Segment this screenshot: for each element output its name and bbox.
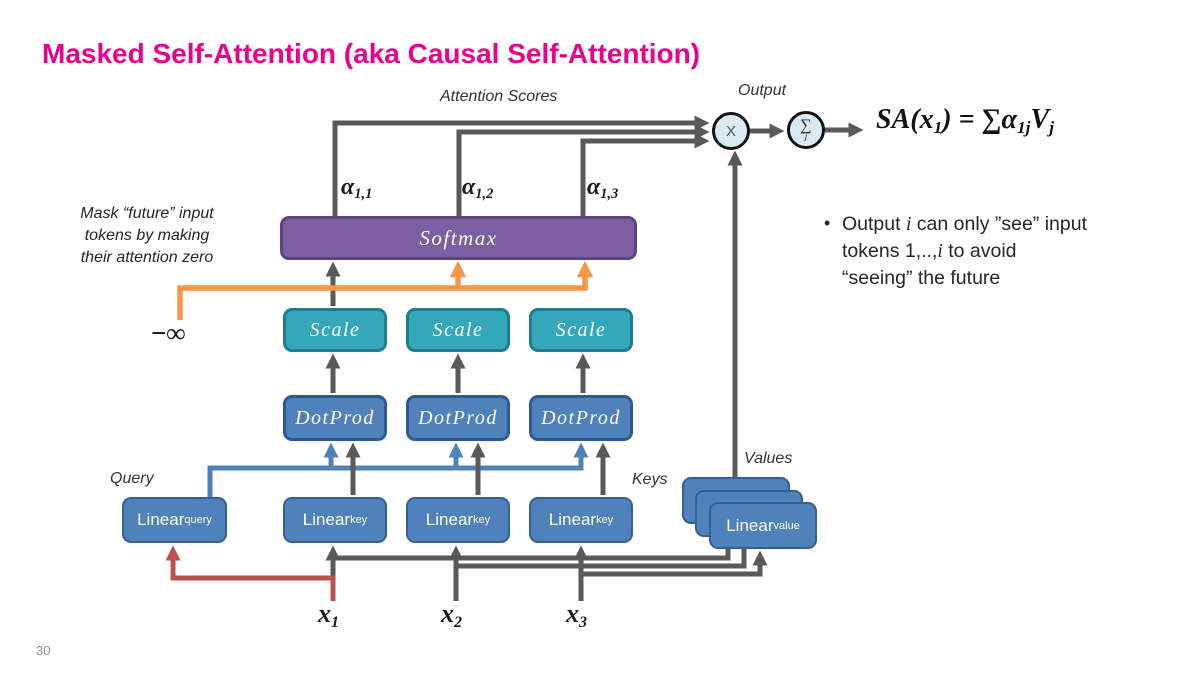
softmax-label: Softmax	[419, 225, 498, 250]
note-var-i: i	[905, 214, 912, 235]
output-label: Output	[738, 82, 787, 99]
attention-scores-label: Attention Scores	[440, 88, 558, 105]
alpha-sub: 1,1	[354, 186, 373, 203]
alpha-sub: 1,2	[475, 186, 494, 203]
bullet-icon: •	[824, 213, 831, 233]
score-wire-2	[456, 124, 710, 218]
alpha-1-3-label: α1,3	[587, 174, 618, 203]
causality-note-line: Output i can only ”see” input	[842, 211, 1142, 238]
x-base: x	[441, 599, 454, 628]
alpha-base: α	[587, 174, 601, 200]
formula-part: SA(x	[876, 104, 934, 135]
sum-icon: ∑	[800, 117, 812, 134]
softmax-box: Softmax	[280, 216, 637, 260]
x-sub: 3	[579, 613, 588, 631]
minus-infinity-label: −∞	[151, 318, 186, 348]
causality-note-line: “seeing” the future	[842, 265, 1142, 292]
mask-wires	[177, 260, 594, 320]
formula-sub: j	[1049, 117, 1055, 137]
note-text: Output	[842, 213, 906, 235]
alpha-1-2-label: α1,2	[462, 174, 493, 203]
slide-title: Masked Self-Attention (aka Causal Self-A…	[42, 38, 701, 69]
dotprod-box-2: DotProd	[406, 395, 510, 441]
dotprod-label: DotProd	[541, 406, 621, 429]
x3-to-value-wire	[581, 550, 768, 577]
input-x1-label: x1	[318, 599, 339, 632]
scale-label: Scale	[309, 318, 361, 341]
linear-label: Linear	[425, 510, 474, 529]
x-base: x	[566, 599, 579, 628]
mask-note-line: Mask “future” input	[80, 205, 214, 222]
gray-wires	[325, 115, 864, 601]
linear-label: Linear	[548, 510, 597, 529]
linear-sub: key	[596, 514, 614, 526]
sum-node: ∑ j	[787, 111, 825, 149]
score-wire-3	[580, 133, 710, 218]
alpha-1-1-label: α1,1	[341, 174, 372, 203]
scale-box-1: Scale	[283, 308, 387, 352]
formula-part: ) = ∑α	[942, 104, 1017, 135]
linear-sub: query	[184, 514, 212, 526]
query-wires	[207, 442, 589, 497]
mask-note: Mask “future” input tokens by making the…	[52, 203, 242, 269]
note-text: can only ”see” input	[911, 213, 1087, 235]
dotprod-label: DotProd	[295, 406, 375, 429]
x1-to-query-wire	[165, 545, 336, 601]
alpha-sub: 1,3	[600, 186, 619, 203]
scale-box-2: Scale	[406, 308, 510, 352]
multiply-icon: X	[725, 122, 736, 140]
note-text: to avoid	[942, 240, 1017, 262]
note-text: “seeing” the future	[842, 267, 1001, 289]
input-x2-label: x2	[441, 599, 462, 632]
mask-note-line: tokens by making	[84, 227, 210, 244]
linear-label: Linear	[302, 510, 351, 529]
causality-note: Output i can only ”see” input tokens 1,.…	[842, 211, 1142, 292]
note-var-i: i	[937, 241, 943, 262]
note-text: tokens 1,..,	[842, 240, 938, 262]
mask-note-line: their attention zero	[80, 249, 214, 266]
alpha-base: α	[462, 174, 476, 200]
output-formula: SA(x1) = ∑α1jVj	[876, 104, 1054, 138]
dotprod-box-1: DotProd	[283, 395, 387, 441]
x-sub: 1	[331, 613, 340, 631]
keys-label: Keys	[632, 471, 668, 488]
linear-label: Linear	[726, 515, 774, 535]
x-sub: 2	[454, 613, 463, 631]
scale-label: Scale	[432, 318, 484, 341]
input-x3-label: x3	[566, 599, 587, 632]
linear-label: Linear	[137, 510, 185, 529]
causality-note-line: tokens 1,..,i to avoid	[842, 238, 1142, 265]
linear-sub: key	[350, 514, 368, 526]
multiply-node: X	[712, 112, 750, 150]
values-label: Values	[744, 450, 793, 467]
x-base: x	[318, 599, 331, 628]
linear-sub: key	[473, 514, 491, 526]
dotprod-box-3: DotProd	[529, 395, 633, 441]
score-wire-1	[332, 115, 710, 218]
formula-sub: 1	[933, 117, 943, 137]
sum-subscript: j	[804, 131, 808, 141]
query-label: Query	[110, 470, 154, 487]
formula-sub: 1j	[1017, 117, 1031, 137]
formula-part: V	[1030, 104, 1050, 135]
page-number: 30	[36, 643, 51, 658]
scale-label: Scale	[555, 318, 607, 341]
dotprod-label: DotProd	[418, 406, 498, 429]
x2-to-value-wire	[456, 540, 747, 569]
scale-box-3: Scale	[529, 308, 633, 352]
linear-sub: value	[773, 519, 800, 532]
alpha-base: α	[341, 174, 355, 200]
